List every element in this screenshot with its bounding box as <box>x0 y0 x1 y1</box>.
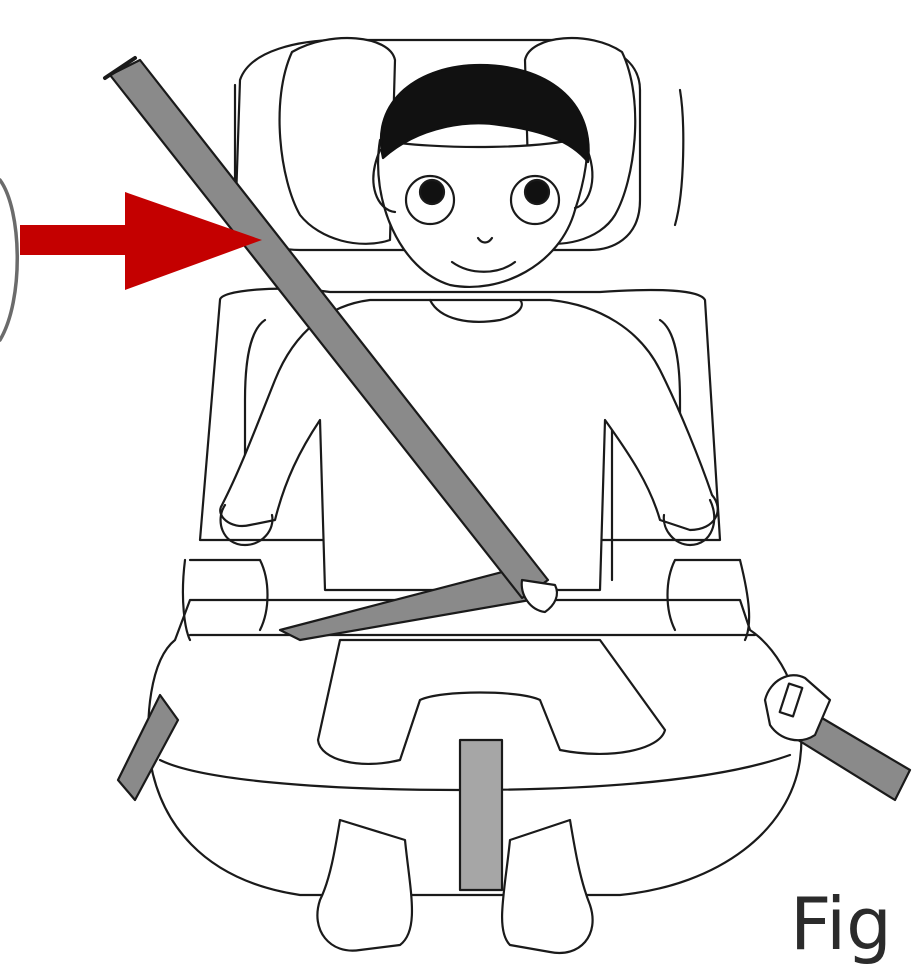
figure-caption: Fig <box>790 880 913 968</box>
detail-circle-edge <box>0 180 17 340</box>
child-head <box>373 65 592 287</box>
child-torso <box>220 300 717 590</box>
crotch-strap <box>460 740 502 890</box>
